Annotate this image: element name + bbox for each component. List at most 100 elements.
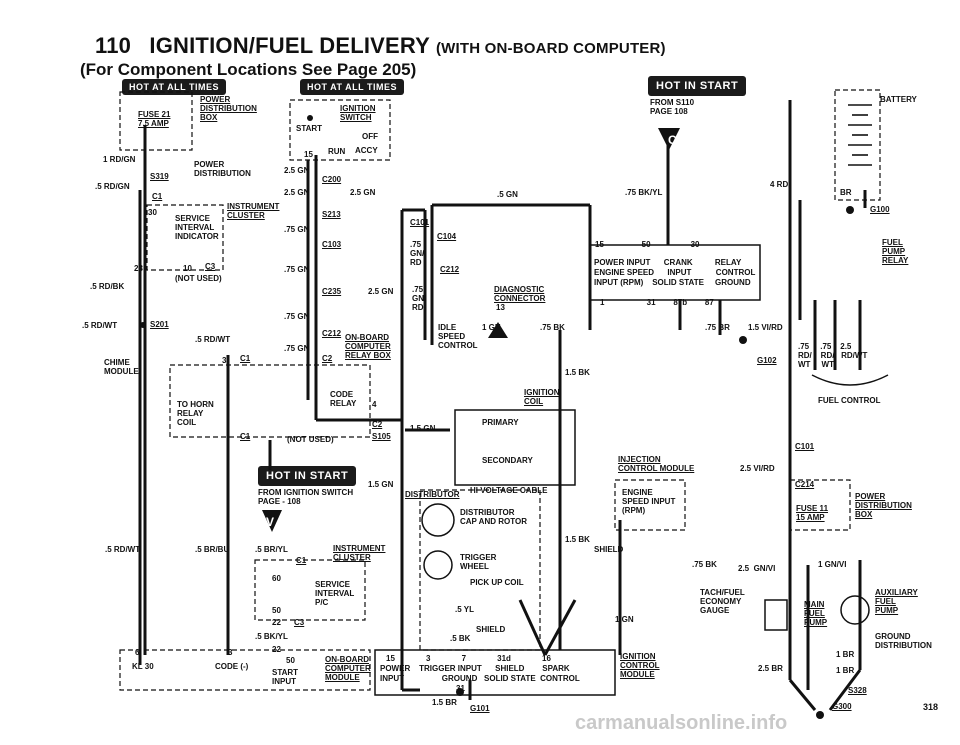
hot-at-all-times-badge-2: HOT AT ALL TIMES	[300, 79, 404, 95]
hot-in-start-badge-2: HOT IN START	[258, 466, 357, 486]
wire-5-yl: .5 YL	[455, 605, 474, 614]
wire-2-5-gn-2: 2.5 GN	[284, 188, 310, 197]
wire-75-gn-3: .75 GN	[284, 312, 310, 321]
wire-2-5-gn-vi: 2.5 GN/VI	[738, 564, 776, 573]
pin-23-label: 23	[134, 264, 143, 273]
service-interval-indicator-label: SERVICE INTERVAL INDICATOR	[175, 214, 219, 241]
battery-label: BATTERY	[880, 95, 917, 104]
kl30-label: KL 30	[132, 662, 154, 671]
off-label: OFF	[362, 132, 378, 141]
wire-5-gn: .5 GN	[497, 190, 518, 199]
fuel-control-wires: .75 .75 2.5 RD/ RD/ RD/WT WT WT	[798, 342, 868, 369]
connector-c1-c: C1	[240, 432, 251, 441]
title-text: IGNITION/FUEL DELIVERY	[149, 33, 430, 58]
pin-50-label: 50	[272, 606, 281, 615]
ignition-module-row-1: POWER TRIGGER INPUT SHIELD SPARK	[380, 664, 570, 673]
wire-2-5-br: 2.5 BR	[758, 664, 783, 673]
connector-c235: C235	[322, 287, 342, 296]
wire-5-br-yl: .5 BR/YL	[255, 545, 288, 554]
wire-5-rd-wt-2: .5 RD/WT	[195, 335, 231, 344]
auxiliary-fuel-pump-label: AUXILIARY FUEL PUMP	[875, 588, 918, 615]
fuel-pump-relay-label: FUEL PUMP RELAY	[882, 238, 909, 265]
wire-1-gn-vi: 1 GN/VI	[818, 560, 847, 569]
ground-g101: G101	[470, 704, 490, 713]
ignition-coil-label: IGNITION COIL	[524, 388, 560, 406]
connector-c2-b: C2	[372, 420, 383, 429]
shield-label-1: SHIELD	[476, 625, 506, 634]
wire-1-gn-2: 1 GN	[615, 615, 634, 624]
wire-5-rd-wt-3: .5 RD/WT	[105, 545, 141, 554]
tach-fuel-economy-gauge-label: TACH/FUEL ECONOMY GAUGE	[700, 588, 745, 615]
start-label: START	[296, 124, 323, 133]
ground-distribution-label: GROUND DISTRIBUTION	[875, 632, 932, 650]
wire-1-5-vi-rd: 1.5 VI/RD	[748, 323, 783, 332]
relay-row-2: ENGINE SPEED INPUT CONTROL	[594, 268, 756, 277]
wire-75-gn-rd-1: .75 GN/ RD	[410, 240, 425, 267]
ignition-module-pins: 15 3 7 31d 16	[386, 654, 551, 663]
pin-22b-label: 22	[272, 645, 281, 654]
pin-6-label: 6	[135, 648, 140, 657]
splice-s213: S213	[322, 210, 341, 219]
pin-50b-label: 50	[286, 656, 295, 665]
distributor-label: DISTRIBUTOR	[405, 490, 460, 499]
title-subtitle: (WITH ON-BOARD COMPUTER)	[435, 40, 666, 57]
figure-code: 318	[922, 702, 938, 712]
pin-4-label-a: 4	[372, 400, 377, 409]
wire-75-br: .75 BR	[705, 323, 730, 332]
fuse-21-label: FUSE 21 7.5 AMP	[138, 110, 171, 128]
wire-5-rd-wt-1: .5 RD/WT	[82, 321, 118, 330]
page-number: 110	[95, 33, 132, 58]
run-label: RUN	[328, 147, 346, 156]
wire-75-gn-4: .75 GN	[284, 344, 310, 353]
pin-3-label-b: 3	[228, 648, 233, 657]
splice-s105: S105	[372, 432, 391, 441]
instrument-cluster-label-2: INSTRUMENT CLUSTER	[333, 544, 386, 562]
ground-g102: G102	[757, 356, 777, 365]
power-distribution-box-label: POWER DISTRIBUTION BOX	[200, 95, 257, 122]
power-distribution-label: POWER DISTRIBUTION	[194, 160, 251, 178]
wire-75-gn-1: .75 GN	[284, 225, 310, 234]
ignition-switch-label: IGNITION SWITCH	[340, 104, 376, 122]
relay-row-3: INPUT (RPM) SOLID STATE GROUND	[594, 278, 751, 287]
chime-module-label: CHIME MODULE	[104, 358, 139, 376]
to-horn-relay-coil-label: TO HORN RELAY COIL	[177, 400, 214, 427]
wire-2-5-gn-4: 2.5 GN	[368, 287, 394, 296]
trigger-wheel-label: TRIGGER WHEEL	[460, 553, 497, 571]
accy-label: ACCY	[355, 146, 378, 155]
wire-75-bk-yl: .75 BK/YL	[625, 188, 663, 197]
secondary-label: SECONDARY	[482, 456, 533, 465]
code-relay-label: CODE RELAY	[330, 390, 357, 408]
engine-speed-input-label: ENGINE SPEED INPUT (RPM)	[622, 488, 676, 515]
connector-c1-d: C1	[296, 556, 307, 565]
watermark: carmanualsonline.info	[575, 712, 788, 734]
ignition-control-module-label: IGNITION CONTROL MODULE	[620, 652, 660, 679]
pin-22-label: 22	[272, 618, 281, 627]
pin-10-label: 10	[183, 264, 192, 273]
pin-13-label: 13	[496, 303, 505, 312]
wire-1-5-gn-2: 1.5 GN	[368, 480, 394, 489]
wire-1-5-bk-1: 1.5 BK	[565, 368, 590, 377]
instrument-cluster-label-1: INSTRUMENT CLUSTER	[227, 202, 280, 220]
v-symbol: V	[266, 515, 274, 529]
diagnostic-connector-label: DIAGNOSTIC CONNECTOR	[494, 285, 546, 303]
wire-1-rd-gn: 1 RD/GN	[103, 155, 136, 164]
on-board-computer-relay-box-label: ON-BOARD COMPUTER RELAY BOX	[345, 333, 391, 360]
wire-1-br-2: 1 BR	[836, 666, 855, 675]
shield-label-2: SHIELD	[594, 545, 624, 554]
wire-2-5-gn-1: 2.5 GN	[284, 166, 310, 175]
c-symbol: C	[668, 133, 677, 147]
hot-at-all-times-badge-1: HOT AT ALL TIMES	[122, 79, 226, 95]
connector-c3-a: C3	[205, 262, 216, 271]
connector-c212-a: C212	[322, 329, 342, 338]
connector-c103: C103	[322, 240, 342, 249]
not-used-label-1: (NOT USED)	[175, 274, 222, 283]
wire-5-br-bu: .5 BR/BU	[195, 545, 230, 554]
wire-2-5-vi-rd: 2.5 VI/RD	[740, 464, 775, 473]
start-input-label: START INPUT	[272, 668, 299, 686]
connector-c2-a: C2	[322, 354, 333, 363]
page-title: 110 IGNITION/FUEL DELIVERY (WITH ON-BOAR…	[95, 33, 666, 59]
splice-s328: S328	[848, 686, 867, 695]
connector-c214: C214	[795, 480, 815, 489]
pin-60-label: 60	[272, 574, 281, 583]
connector-c1-b: C1	[240, 354, 251, 363]
